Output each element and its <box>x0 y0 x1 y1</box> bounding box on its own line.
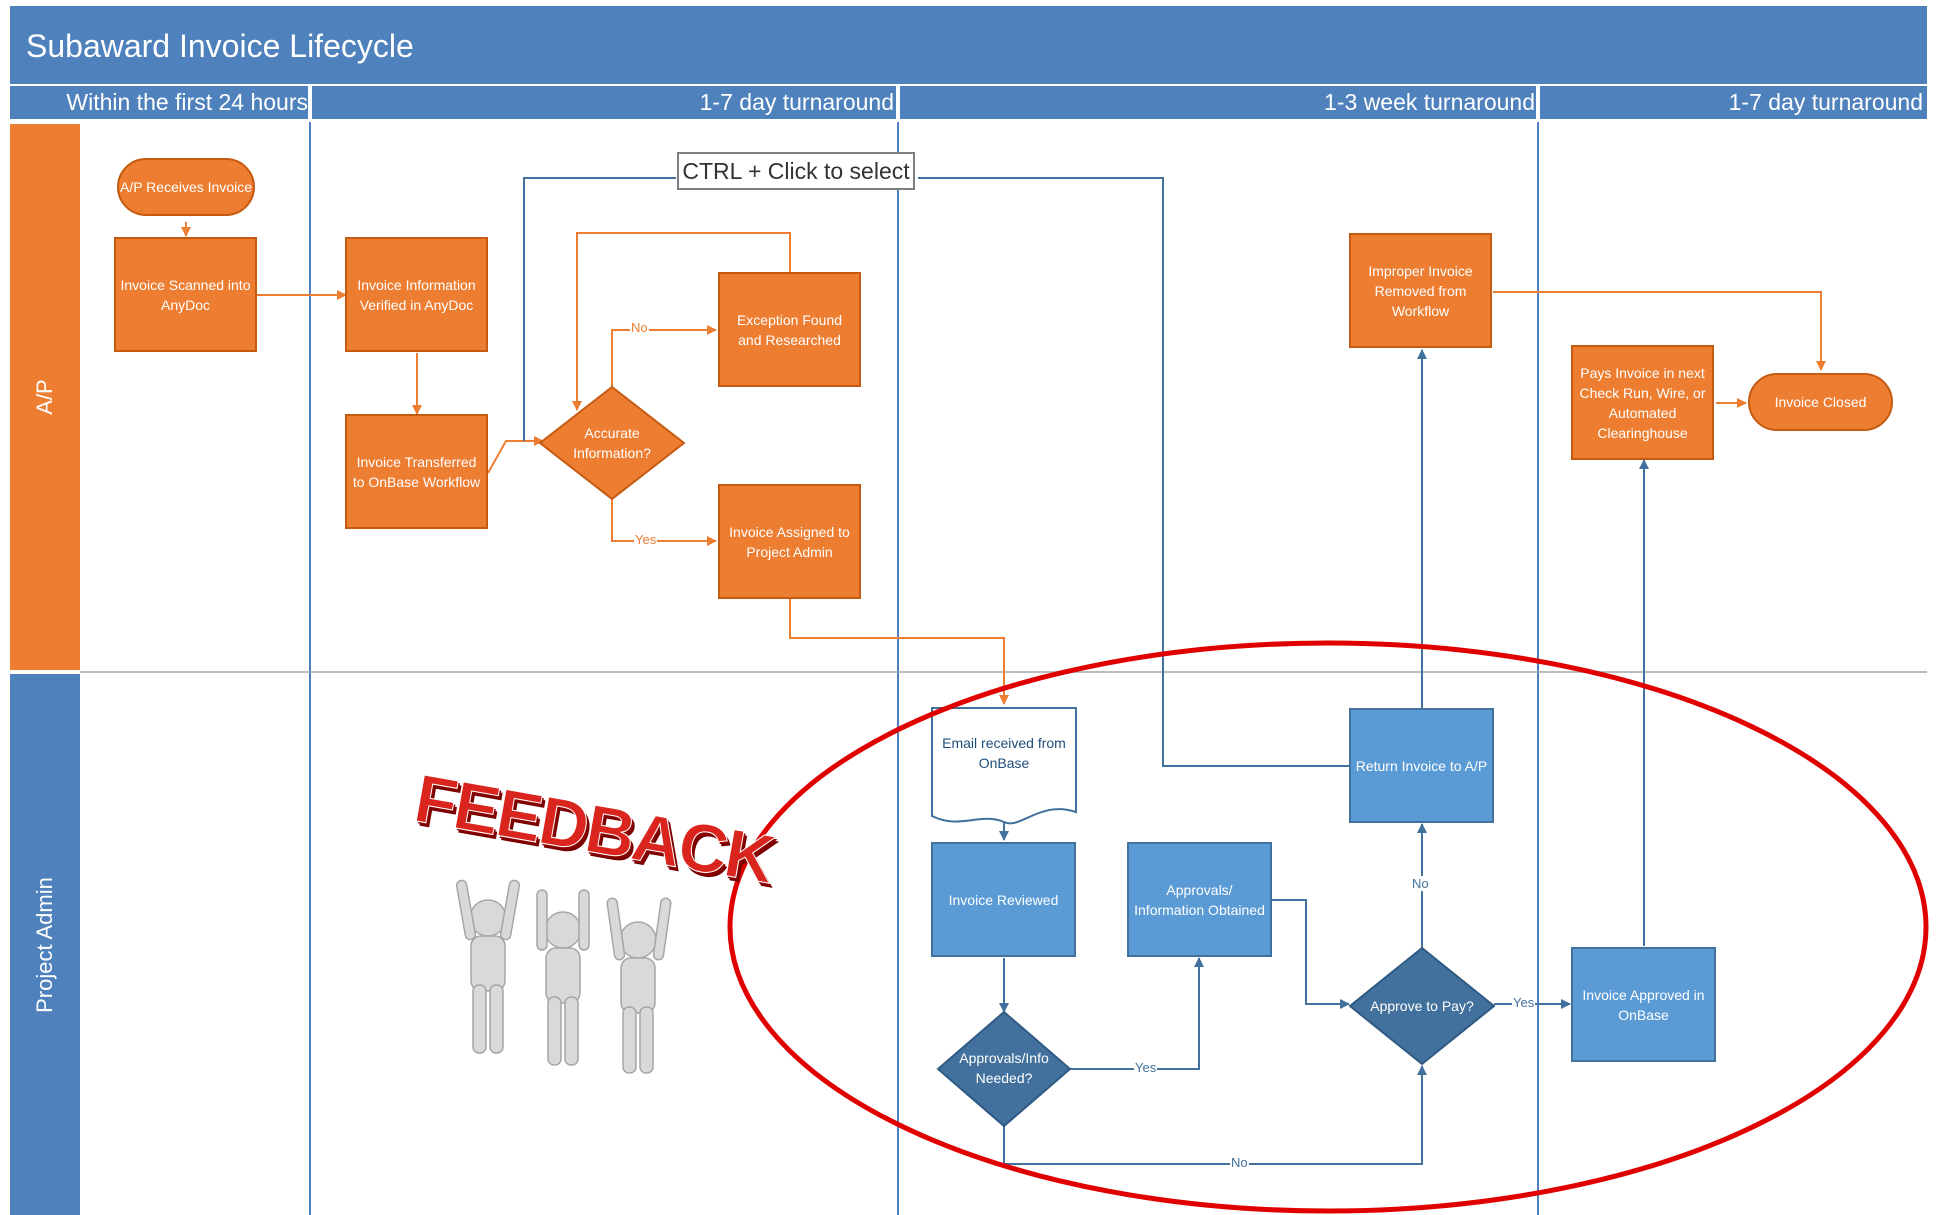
edge-accurate-no <box>611 325 717 387</box>
edge-obtained-to-approve <box>1271 899 1350 1009</box>
decision-approve-shape <box>1348 946 1496 1066</box>
feedback-figures <box>455 879 672 1074</box>
edge-label-no-return: No <box>1411 876 1430 891</box>
node-ap-receives[interactable]: A/P Receives Invoice <box>117 158 255 216</box>
decision-needed-shape <box>936 1010 1072 1128</box>
node-accurate[interactable]: Accurate Information? <box>573 425 651 461</box>
node-closed[interactable]: Invoice Closed <box>1748 373 1893 431</box>
highlight-ellipse <box>727 640 1929 1214</box>
edge-exception-loop <box>572 232 791 411</box>
edge-label-no-bottom: No <box>1230 1155 1249 1170</box>
node-exception[interactable]: Exception Found and Researched <box>718 272 861 387</box>
node-verified[interactable]: Invoice Information Verified in AnyDoc <box>345 237 488 352</box>
decision-accurate-shape <box>538 385 686 501</box>
node-approved-onbase[interactable]: Invoice Approved in OnBase <box>1571 947 1716 1062</box>
phase-header-4: 1-7 day turnaround <box>1540 86 1927 119</box>
phase-label-4: 1-7 day turnaround <box>1728 89 1923 115</box>
edge-label-yes-assigned: Yes <box>634 532 658 547</box>
edge-accurate-yes <box>611 499 717 546</box>
edge-line-to-accurate <box>523 177 676 441</box>
edge-label-no-exception: No <box>630 320 649 335</box>
edge-needed-no <box>1003 1065 1427 1165</box>
edge-return-to-line <box>918 177 1349 767</box>
lane-ap: A/P <box>10 124 80 670</box>
lane-project-admin: Project Admin <box>10 674 80 1215</box>
node-scanned[interactable]: Invoice Scanned into AnyDoc <box>114 237 257 352</box>
edge-assigned-to-email <box>789 599 1009 705</box>
edge-label-yes-obtained: Yes <box>1134 1060 1158 1075</box>
node-transferred[interactable]: Invoice Transferred to OnBase Workflow <box>345 414 488 529</box>
node-return[interactable]: Return Invoice to A/P <box>1349 708 1494 823</box>
phase-label-3: 1-3 week turnaround <box>1324 89 1535 115</box>
phase-header-3: 1-3 week turnaround <box>900 86 1536 119</box>
edge-transfer-to-accurate <box>487 436 544 474</box>
edge-improper-to-closed <box>1493 291 1826 371</box>
node-approvals-needed[interactable]: Approvals/Info Needed? <box>959 1050 1049 1086</box>
node-reviewed[interactable]: Invoice Reviewed <box>931 842 1076 957</box>
node-improper[interactable]: Improper Invoice Removed from Workflow <box>1349 233 1492 348</box>
phase-header-1: Within the first 24 hours <box>10 86 308 119</box>
node-email[interactable]: Email received from OnBase <box>942 735 1066 771</box>
node-approve-pay[interactable]: Approve to Pay? <box>1370 998 1474 1014</box>
node-pays[interactable]: Pays Invoice in next Check Run, Wire, or… <box>1571 345 1714 460</box>
diagram-title: Subaward Invoice Lifecycle <box>26 28 414 64</box>
phase-label-1: Within the first 24 hours <box>66 89 308 115</box>
edge-needed-yes <box>1070 957 1204 1070</box>
select-tooltip: CTRL + Click to select <box>677 152 915 190</box>
node-obtained[interactable]: Approvals/ Information Obtained <box>1127 842 1272 957</box>
email-document-shape <box>931 707 1077 825</box>
phase-label-2: 1-7 day turnaround <box>699 89 894 115</box>
node-assigned[interactable]: Invoice Assigned to Project Admin <box>718 484 861 599</box>
edge-label-yes-approved: Yes <box>1512 995 1536 1010</box>
feedback-illustration: FEEDBACK <box>409 760 779 1080</box>
phase-header-2: 1-7 day turnaround <box>312 86 896 119</box>
title-bar: Subaward Invoice Lifecycle <box>10 6 1927 84</box>
